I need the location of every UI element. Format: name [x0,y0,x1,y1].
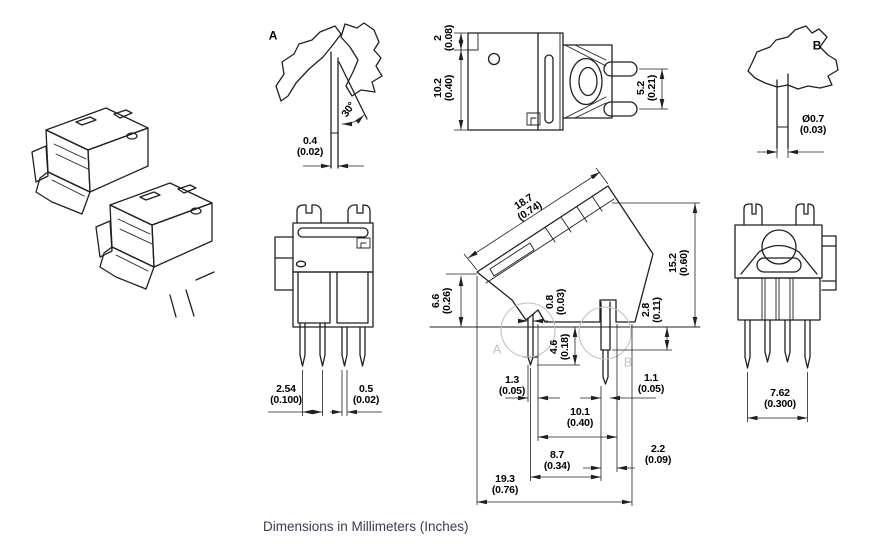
dim-in: (0.03) [799,124,827,136]
dim-side-pin-a-length: 4.6 (0.18) [548,333,571,361]
detail-b-view [747,25,839,158]
dim-in: (0.300) [764,398,796,410]
dim-top-body-height: 10.2 (0.40) [432,74,455,102]
dim-top-prong-span: 5.2 (0.21) [635,74,658,102]
dim-top-cap-height: 2 (0.08) [432,24,455,52]
top-view [454,32,668,131]
dim-side-pin-a-offset: 1.3 (0.05) [499,375,525,397]
dim-side-pin-span: 10.1 (0.40) [567,407,593,429]
dim-side-total-height: 15.2 (0.60) [667,249,690,277]
dim-mm: 1.1 [643,372,658,384]
dim-in: (0.76) [491,484,519,496]
dim-side-total-length: 19.3 (0.76) [492,474,518,496]
dim-in: (0.05) [498,385,526,397]
dim-side-pin-a-thickness: 0.8 (0.03) [544,288,567,316]
dim-in: (0.11) [651,297,663,323]
dim-in: (0.60) [678,249,690,277]
dim-mm: 1.3 [504,374,519,386]
callout-b-letter: B [623,354,633,370]
detail-a-label: A [268,28,278,43]
dim-in: (0.09) [644,454,672,466]
dim-in: (0.18) [559,333,571,361]
dim-mm: 0.4 [302,135,317,147]
detail-b-letter: B [812,38,822,53]
dim-in: (0.08) [443,24,455,52]
detail-a-letter: A [268,28,278,43]
dim-side-pin-b-thickness: 1.1 (0.05) [638,373,664,395]
dim-mm: 8.7 [549,449,564,461]
dim-mm: 10.1 [570,406,590,418]
dim-side-front-height: 6.6 (0.26) [430,287,453,315]
dim-front-pin-pitch: 2.54 (0.100) [270,384,302,406]
dim-mm: 19.3 [495,473,515,485]
side-view [429,167,701,506]
dim-in: (0.02) [352,394,380,406]
isometric-view [31,107,215,318]
detail-b-label: B [812,38,822,53]
front-view [268,204,382,416]
dim-mm: 2.2 [650,443,665,455]
dim-mm: 2.54 [276,383,296,395]
dim-mm: Ø0.7 [802,113,824,125]
dim-in: (0.40) [566,417,594,429]
dim-in: (0.02) [296,146,324,158]
dim-detail-a-pin-thickness: 0.4 (0.02) [297,136,323,158]
callout-a-letter: A [492,341,502,357]
rear-view [734,203,837,422]
dim-in: (0.34) [543,460,571,472]
callout-a-label: A [492,341,502,357]
dim-side-back-offset: 2.2 (0.09) [645,444,671,466]
dim-mm: 7.62 [770,387,790,399]
dim-side-pin-b-offset: 8.7 (0.34) [544,450,570,472]
dim-detail-b-pin-diameter: Ø0.7 (0.03) [800,114,826,136]
dim-front-pin-width: 0.5 (0.02) [353,384,379,406]
dim-rear-row-pitch: 7.62 (0.300) [764,388,796,410]
detail-a-view [275,22,383,169]
dim-in: (0.26) [441,287,453,315]
dim-mm: 0.5 [358,383,373,395]
dim-in: (0.40) [443,74,455,102]
dim-in: (0.03) [555,288,567,316]
callout-b-label: B [623,354,633,370]
dim-in: (0.100) [270,394,302,406]
dim-side-shoulder-height: 2.8 (0.11) [640,297,663,323]
caption: Dimensions in Millimeters (Inches) [263,519,469,534]
dim-in: (0.21) [646,74,658,102]
dim-in: (0.05) [637,383,665,395]
